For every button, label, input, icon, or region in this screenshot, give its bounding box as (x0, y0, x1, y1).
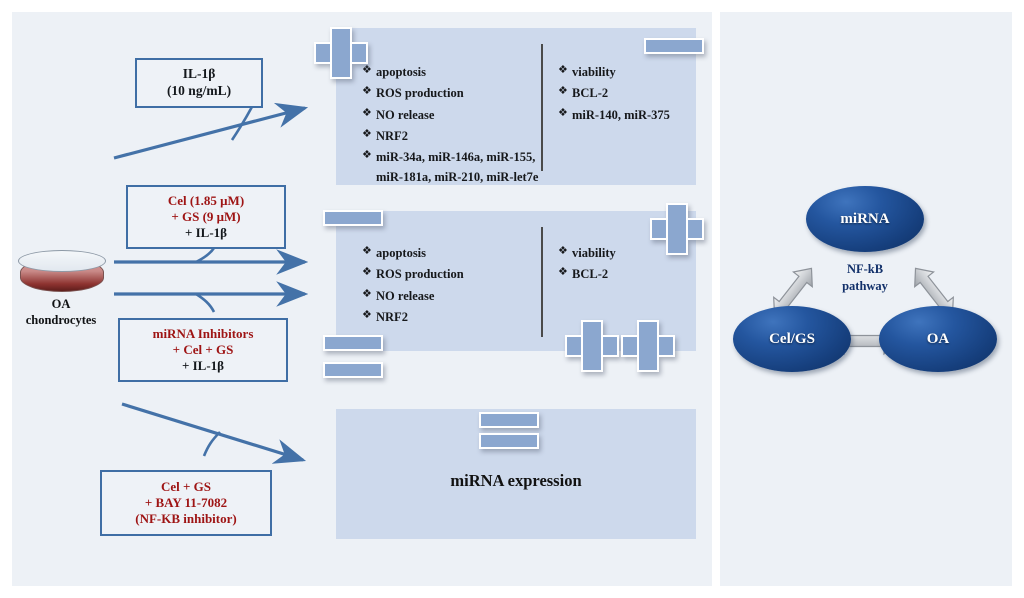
symbol-minus-decrease (644, 38, 704, 54)
card-divider (541, 227, 543, 337)
diamond-bullet-icon: ❖ (362, 64, 372, 76)
source-label: OA chondrocytes (0, 296, 122, 329)
diamond-bullet-icon: ❖ (558, 64, 568, 76)
result-list-item-label: ROS production (376, 86, 464, 101)
diamond-bullet-icon: ❖ (362, 245, 372, 257)
treatment-line: (10 ng/mL) (166, 83, 232, 98)
treatment-box-cel-gs[interactable]: Cel (1.85 μM) + GS (9 μM) + IL-1β (126, 185, 286, 249)
source-label-line1: OA (51, 297, 71, 311)
result-list-item-label: apoptosis (376, 246, 427, 260)
result-list-item: ❖ NRF2 (362, 307, 542, 327)
symbol-minus-decrease (323, 210, 383, 226)
result-list-item: ❖ NO release (362, 286, 542, 306)
treatment-line: miRNA Inhibitors (152, 325, 254, 341)
symbol-plus-increase (314, 27, 368, 79)
diamond-bullet-icon: ❖ (362, 149, 372, 161)
result-list-right: ❖ viability ❖ BCL-2 (558, 243, 688, 286)
result-center-label: miRNA expression (450, 471, 582, 490)
treatment-box-il1b[interactable]: IL-1β (10 ng/mL) (135, 58, 263, 108)
result-list-item-label: miR-140, miR-375 (572, 107, 670, 122)
pathway-label-line1: NF-kB (846, 262, 884, 276)
result-list-item-label: ROS production (376, 267, 464, 282)
treatment-line: + IL-1β (184, 225, 228, 241)
treatment-box-mirna-inhibitors[interactable]: miRNA Inhibitors + Cel + GS + IL-1β (118, 318, 288, 382)
result-list-item: ❖ BCL-2 (558, 264, 688, 284)
treatment-line: + Cel + GS (172, 341, 234, 357)
node-celgs[interactable]: Cel/GS (733, 306, 851, 372)
node-label: Cel/GS (769, 330, 815, 347)
result-list-item-label: apoptosis (376, 65, 427, 79)
result-list-item: ❖ apoptosis (362, 62, 542, 82)
result-list-item: ❖ NRF2 (362, 126, 542, 146)
treatment-line: Cel (1.85 μM) (167, 192, 245, 208)
symbol-minus-decrease (323, 335, 383, 351)
result-list-item-label: NRF2 (376, 128, 408, 143)
treatment-line: (NF-KB inhibitor) (135, 511, 237, 527)
result-list-item: ❖ miR-140, miR-375 (558, 105, 688, 125)
treatment-box-bay[interactable]: Cel + GS + BAY 11-7082 (NF-KB inhibitor) (100, 470, 272, 536)
source-label-line2: chondrocytes (25, 313, 97, 328)
symbol-plus-increase (565, 320, 619, 372)
node-oa[interactable]: OA (879, 306, 997, 372)
pathway-label-line2: pathway (842, 278, 888, 293)
result-list-item-label: NRF2 (376, 309, 408, 324)
result-list-item: ❖ NO release (362, 105, 542, 125)
right-panel (720, 12, 1012, 586)
result-list-item-label: NO release (376, 288, 435, 303)
result-list-item-label: viability (572, 65, 616, 79)
symbol-plus-increase (650, 203, 704, 255)
result-card-mirna-expression: miRNA expression (336, 409, 696, 539)
diamond-bullet-icon: ❖ (362, 106, 372, 119)
result-list-item-label: BCL-2 (572, 267, 609, 282)
result-list-item: ❖ miR-34a, miR-146a, miR-155, miR-181a, m… (362, 147, 542, 188)
diamond-bullet-icon: ❖ (558, 245, 568, 257)
diamond-bullet-icon: ❖ (362, 266, 372, 279)
result-list-item-label: viability (572, 246, 616, 260)
symbol-minus-decrease (323, 362, 383, 378)
treatment-line: Cel + GS (160, 478, 212, 494)
symbol-plus-increase (621, 320, 675, 372)
treatment-line: + GS (9 μM) (171, 208, 241, 224)
result-list-item-label: miR-34a, miR-146a, miR-155, miR-181a, mi… (376, 150, 539, 185)
diamond-bullet-icon: ❖ (558, 85, 568, 98)
result-list-right: ❖ viability ❖ BCL-2 ❖ miR-140, miR-375 (558, 62, 688, 126)
diamond-bullet-icon: ❖ (362, 287, 372, 300)
diamond-bullet-icon: ❖ (362, 308, 372, 321)
petri-dish-icon (18, 250, 106, 294)
node-mirna[interactable]: miRNA (806, 186, 924, 252)
diamond-bullet-icon: ❖ (362, 85, 372, 98)
result-card-cel-gs: ❖ apoptosis ❖ ROS production ❖ NO release ❖ NRF… (336, 211, 696, 351)
result-list-item: ❖ apoptosis (362, 243, 542, 263)
diamond-bullet-icon: ❖ (362, 127, 372, 140)
result-list-left: ❖ apoptosis ❖ ROS production ❖ NO release ❖ NRF… (362, 62, 542, 189)
result-list-item: ❖ ROS production (362, 264, 542, 284)
result-list-item-label: BCL-2 (572, 86, 609, 101)
symbol-minus-decrease (479, 412, 539, 428)
node-label: miRNA (840, 210, 890, 227)
pathway-label: NF-kB pathway (820, 261, 910, 295)
symbol-minus-decrease (479, 433, 539, 449)
result-list-item: ❖ ROS production (362, 83, 542, 103)
result-list-left: ❖ apoptosis ❖ ROS production ❖ NO release ❖ NRF… (362, 243, 542, 328)
diamond-bullet-icon: ❖ (558, 106, 568, 119)
treatment-line: + BAY 11-7082 (144, 494, 228, 510)
result-list-item: ❖ viability (558, 62, 688, 82)
diamond-bullet-icon: ❖ (558, 266, 568, 279)
node-label: OA (926, 330, 950, 347)
card-divider (541, 44, 543, 171)
result-list-item: ❖ viability (558, 243, 688, 263)
treatment-line: IL-1β (182, 66, 216, 82)
treatment-line: + IL-1β (181, 358, 225, 374)
result-list-item-label: NO release (376, 107, 435, 122)
petri-dish-lid (18, 250, 106, 272)
result-list-item: ❖ BCL-2 (558, 83, 688, 103)
result-card-il1b: ❖ apoptosis ❖ ROS production ❖ NO release ❖ NRF… (336, 28, 696, 185)
